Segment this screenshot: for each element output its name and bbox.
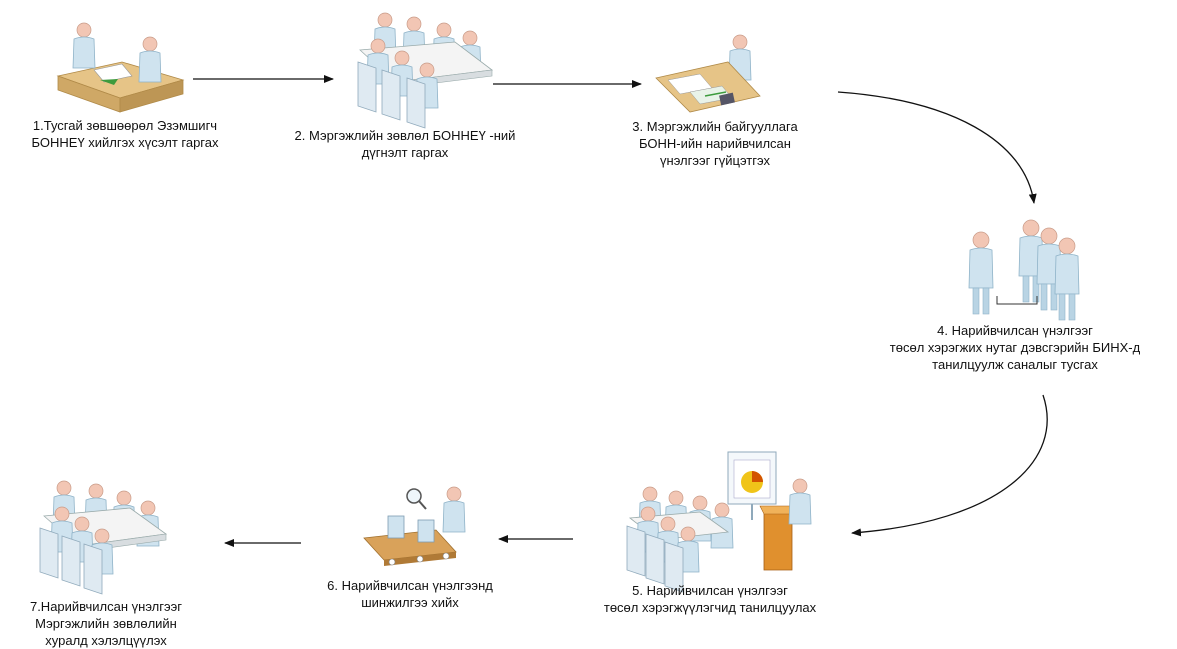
step-4-line-1: 4. Нарийвчилсан үнэлгээг	[937, 323, 1093, 338]
step-6-label: 6. Нарийвчилсан үнэлгээнд шинжилгээ хийх	[300, 577, 520, 611]
arrow-4-5	[851, 394, 1048, 537]
step-1-label: 1.Тусгай зөвшөөрөл Эзэмшигч БОННЕҮ хийлг…	[5, 117, 245, 151]
step-6-line-2: шинжилгээ хийх	[361, 595, 459, 610]
step-5-line-2: төсөл хэрэгжүүлэгчид танилцуулах	[603, 600, 817, 615]
group-people-icon	[968, 219, 1080, 321]
step-5-label: 5. Нарийвчилсан үнэлгээг төсөл хэрэгжүүл…	[565, 582, 855, 616]
step-5-line-1: 5. Нарийвчилсан үнэлгээг	[632, 583, 788, 598]
step-3-line-1: 3. Мэргэжлийн байгууллага	[632, 119, 798, 134]
arrow-3-4	[837, 91, 1037, 204]
step-3-label: 3. Мэргэжлийн байгууллага БОНН-ийн нарий…	[600, 118, 830, 169]
step-6-line-1: 6. Нарийвчилсан үнэлгээнд	[327, 578, 493, 593]
step-7-line-1: 7.Нарийвчилсан үнэлгээг	[29, 599, 183, 614]
step-2-label: 2. Мэргэжлийн зөвлөл БОННЕҮ -ний дүгнэлт…	[270, 127, 540, 161]
step-7-line-3: хуралд хэлэлцүүлэх	[45, 633, 167, 648]
presentation-icon	[626, 451, 812, 593]
step-3-line-2: БОНН-ийн нарийвчилсан	[639, 136, 791, 151]
conference-table-icon	[357, 12, 494, 129]
step-4-line-2: төсөл хэрэгжих нутаг дэвсгэрийн БИНХ-д	[889, 340, 1141, 355]
inspection-conveyor-icon	[363, 486, 466, 566]
step-3-line-3: үнэлгээг гүйцэтгэх	[660, 153, 770, 168]
conference-table-icon	[39, 480, 168, 595]
step-4-line-3: танилцуулж саналыг тусгах	[932, 357, 1098, 372]
step-4-label: 4. Нарийвчилсан үнэлгээг төсөл хэрэгжих …	[865, 322, 1165, 373]
meeting-desk-icon	[56, 22, 185, 113]
step-2-line-2: дүгнэлт гаргах	[361, 145, 449, 160]
step-2-line-1: 2. Мэргэжлийн зөвлөл БОННЕҮ -ний	[294, 128, 516, 143]
step-1-line-1: 1.Тусгай зөвшөөрөл Эзэмшигч	[32, 118, 218, 133]
step-1-line-2: БОННЕҮ хийлгэх хүсэлт гаргах	[31, 135, 219, 150]
step-7-label: 7.Нарийвчилсан үнэлгээг Мэргэжлийн зөвлө…	[0, 598, 212, 649]
analyst-desk-icon	[655, 34, 761, 113]
step-7-line-2: Мэргэжлийн зөвлөлийн	[35, 616, 177, 631]
